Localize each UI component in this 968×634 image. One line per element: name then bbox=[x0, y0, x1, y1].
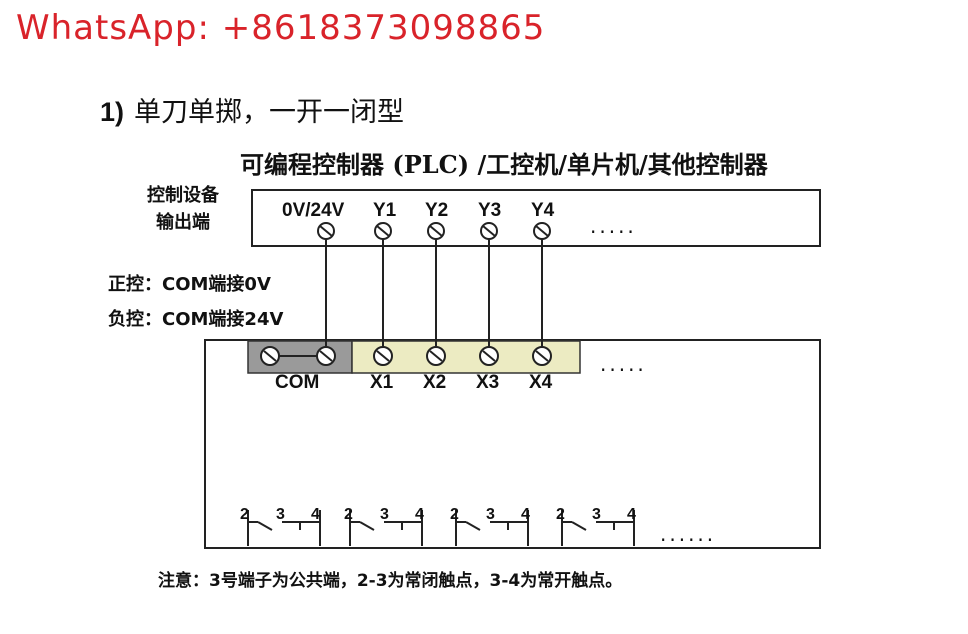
bottom-screw-terminals bbox=[260, 346, 552, 366]
device-label-line1: 控制设备 bbox=[147, 185, 219, 206]
diagram-title: 可编程控制器 (PLC) /工控机/单片机/其他控制器 bbox=[240, 150, 768, 179]
relay1-pin4: 4 bbox=[311, 506, 320, 523]
negative-control-note: 负控：COM端接24V bbox=[108, 309, 284, 330]
relay2-pin2: 2 bbox=[344, 506, 353, 523]
controller-output-box bbox=[251, 189, 821, 247]
terminal-label-com: COM bbox=[275, 372, 320, 393]
terminal-label-x2: X2 bbox=[423, 372, 447, 393]
device-label-line2: 输出端 bbox=[156, 212, 210, 233]
top-ellipsis: ..... bbox=[590, 214, 637, 238]
section-heading: 1) 单刀单掷，一开一闭型 bbox=[100, 90, 404, 129]
relay-contacts bbox=[247, 510, 635, 546]
relay1-pin3: 3 bbox=[276, 506, 285, 523]
relay4-pin2: 2 bbox=[556, 506, 565, 523]
terminal-label-y2: Y2 bbox=[425, 200, 449, 221]
terminal-label-x1: X1 bbox=[370, 372, 394, 393]
terminal-label-y1: Y1 bbox=[373, 200, 397, 221]
relay4-pin4: 4 bbox=[627, 506, 636, 523]
relay2-pin3: 3 bbox=[380, 506, 389, 523]
terminal-label-0v24v: 0V/24V bbox=[282, 200, 345, 221]
device-output-label: 控制设备 输出端 bbox=[128, 182, 238, 236]
terminal-label-y4: Y4 bbox=[531, 200, 555, 221]
whatsapp-watermark: WhatsApp: +8618373098865 bbox=[16, 8, 546, 48]
positive-control-note: 正控：COM端接0V bbox=[108, 274, 271, 295]
relay2-pin4: 4 bbox=[415, 506, 424, 523]
relay3-pin2: 2 bbox=[450, 506, 459, 523]
heading-number: 1) bbox=[100, 97, 125, 127]
terminal-label-y3: Y3 bbox=[478, 200, 502, 221]
relay3-pin4: 4 bbox=[521, 506, 530, 523]
top-screw-terminals bbox=[317, 222, 551, 240]
heading-text: 单刀单掷，一开一闭型 bbox=[134, 97, 405, 128]
relay-ellipsis: ...... bbox=[660, 522, 717, 546]
relay-module-box bbox=[204, 339, 821, 549]
terminal-label-x4: X4 bbox=[529, 372, 553, 393]
terminal-label-x3: X3 bbox=[476, 372, 500, 393]
terminal-note: 注意：3号端子为公共端，2-3为常闭触点，3-4为常开触点。 bbox=[158, 571, 623, 591]
relay3-pin3: 3 bbox=[486, 506, 495, 523]
relay1-pin2: 2 bbox=[240, 506, 249, 523]
bottom-ellipsis: ..... bbox=[600, 352, 647, 376]
relay4-pin3: 3 bbox=[592, 506, 601, 523]
